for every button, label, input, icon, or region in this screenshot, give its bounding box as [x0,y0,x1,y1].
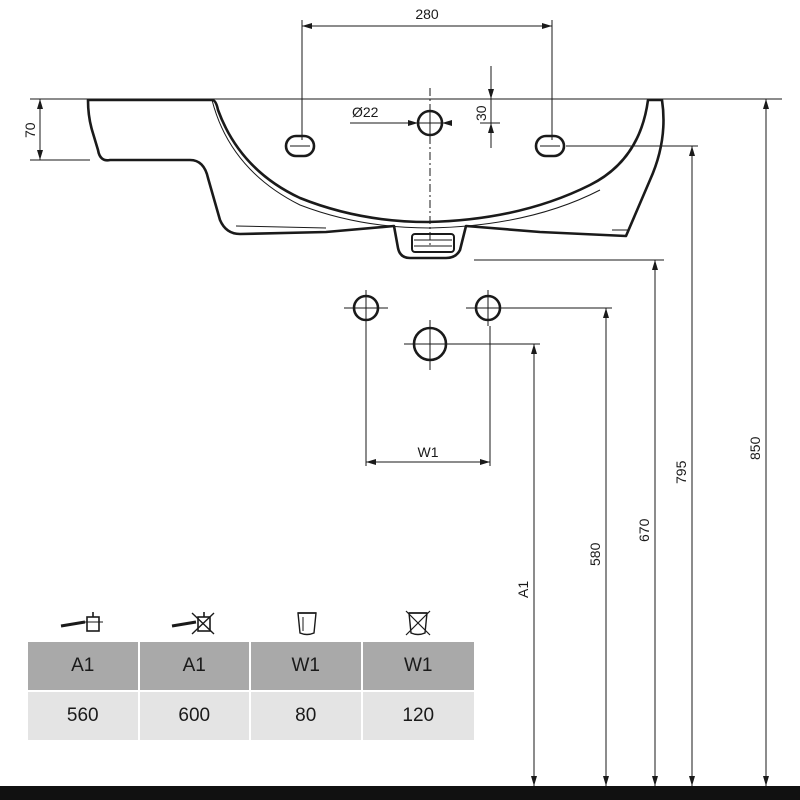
header-cell: W1 [251,642,363,690]
header-cell: A1 [28,642,140,690]
floor-line [0,786,800,800]
table-header-row: A1 A1 W1 W1 [28,642,474,690]
tap-with-trap-icon [60,612,103,632]
tap-holes [284,106,566,158]
dim-diameter: Ø22 [352,104,379,120]
tap-spacing-dimension: 280 [301,6,553,140]
header-cell: A1 [140,642,251,690]
dim-280: 280 [415,6,439,22]
rim-height-dimension: 70 [22,99,90,161]
table-row: 560 600 80 120 [28,690,474,740]
drain-outlet [411,233,455,253]
no-siphon-icon [405,610,431,636]
basin-outline [30,88,782,260]
supply-spacing-dimension: W1 [365,326,491,466]
wall-connections [344,290,510,370]
tap-offset-dimension: 30 [473,66,500,148]
dim-850: 850 [747,436,763,460]
dim-670: 670 [636,518,652,542]
value-cell: 120 [402,705,435,726]
dim-580: 580 [587,542,603,566]
dim-30: 30 [473,105,489,121]
value-cell: 80 [251,692,363,740]
height-dimensions: A1 580 670 795 850 [440,99,769,786]
dim-a1: A1 [515,581,531,598]
table-icon-row [28,604,474,642]
header-cell: W1 [404,655,433,676]
value-cell: 600 [140,692,251,740]
dim-795: 795 [673,460,689,484]
value-cell: 560 [28,692,140,740]
siphon-icon [296,612,317,636]
dim-w1: W1 [418,444,439,460]
spec-table: A1 A1 W1 W1 560 600 80 120 [28,604,474,740]
tap-diameter-dimension: Ø22 [350,104,452,126]
dim-70: 70 [22,122,38,138]
tap-without-trap-icon [172,612,215,635]
